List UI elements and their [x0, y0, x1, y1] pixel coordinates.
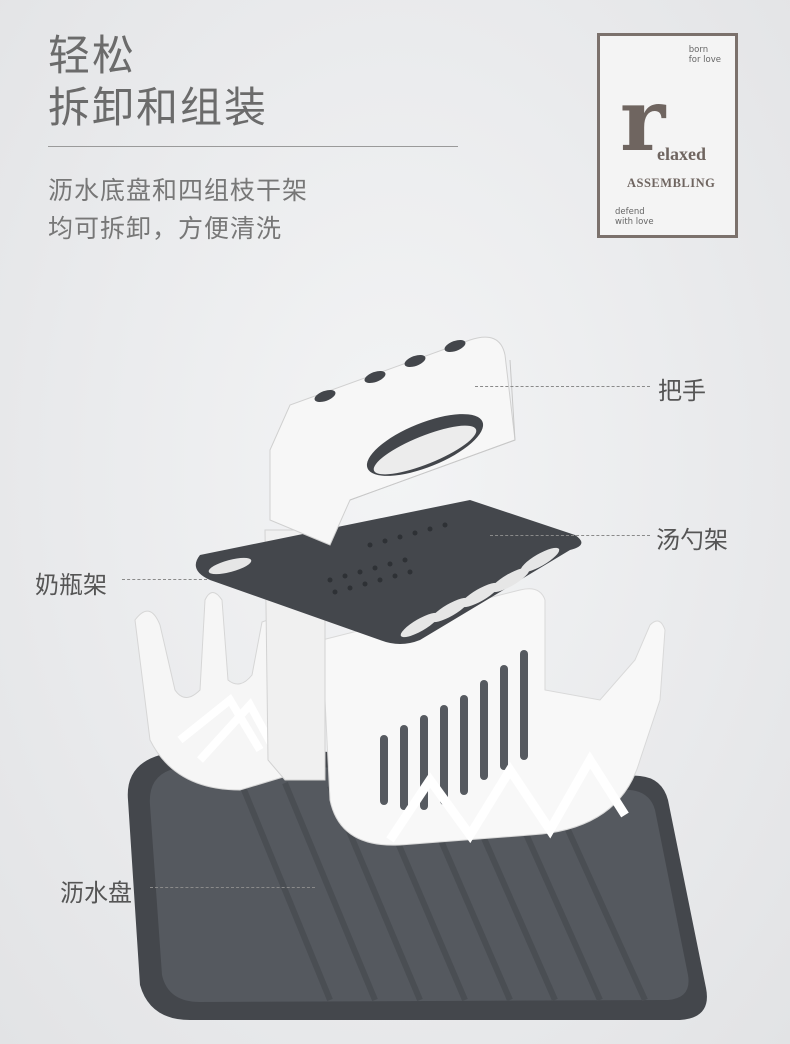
drain-tray-leader-line: [150, 887, 315, 888]
drain-tray-label: 沥水盘: [60, 879, 132, 907]
badge-assembling: ASSEMBLING: [627, 176, 716, 190]
spoon-rack-leader-line: [490, 535, 650, 536]
subtitle-line-2: 均可拆卸，方便清洗: [48, 214, 283, 243]
handle-leader-line: [475, 386, 650, 387]
badge-born-text: born for love: [688, 45, 721, 65]
headline-line-2: 拆卸和组装: [48, 83, 269, 132]
headline: 轻松 拆卸和组装: [48, 30, 268, 134]
badge-word: elaxed: [657, 144, 706, 164]
subtitle: 沥水底盘和四组枝干架 均可拆卸，方便清洗: [48, 172, 308, 248]
bottle-rack-leader-line: [122, 579, 207, 580]
handle: [269, 336, 516, 546]
subtitle-line-1: 沥水底盘和四组枝干架: [48, 176, 309, 205]
bottle-rack-right: [321, 588, 666, 846]
headline-line-1: 轻松: [48, 31, 137, 80]
badge-big-letter: r: [620, 70, 666, 171]
handle-label: 把手: [658, 377, 706, 405]
bottle-rack-label: 奶瓶架: [35, 571, 107, 599]
spoon-rack-label: 汤勺架: [656, 526, 728, 554]
divider: [48, 146, 458, 147]
badge-defend-text: defend with love: [615, 207, 654, 227]
spoon-rack: [195, 500, 582, 644]
relaxed-badge: born for love r elaxed ASSEMBLING defend…: [597, 33, 738, 238]
